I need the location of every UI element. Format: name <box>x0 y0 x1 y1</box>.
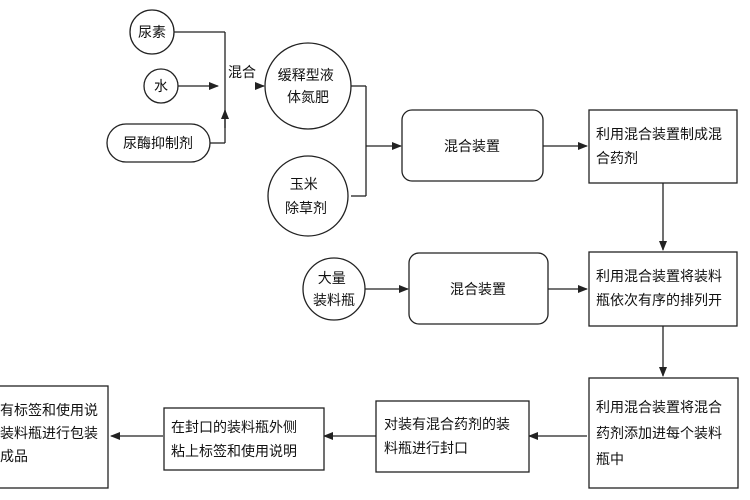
urea-circle <box>129 9 175 55</box>
seal-box <box>375 400 530 473</box>
water-circle <box>143 68 179 104</box>
seal-label: 对装有混合药剂的装 料瓶进行封口 <box>384 417 514 457</box>
urease-inhibitor-label: 尿酶抑制剂 <box>123 136 193 152</box>
fill-bottles-label: 利用混合装置将混合 药剂添加进每个装料 瓶中 <box>596 400 726 468</box>
mix-label: 混合 <box>228 65 256 81</box>
bottles-label: 大量 装料瓶 <box>313 271 355 309</box>
package-label: 有标签和使用说 装料瓶进行包装 成品 <box>0 402 102 465</box>
connectors <box>110 31 667 440</box>
label-step-label: 在封口的装料瓶外侧 粘上标签和使用说明 <box>171 420 301 460</box>
corn-herbicide-label: 玉米 除草剂 <box>285 177 327 217</box>
slow-release-fertilizer-label: 缓释型液 体氮肥 <box>278 68 338 106</box>
arrange-bottles-label: 利用混合装置将装料 瓶依次有序的排列开 <box>596 269 726 309</box>
bottles-circle <box>302 257 366 321</box>
urea-label: 尿素 <box>138 25 166 41</box>
mixing-device-2-label: 混合装置 <box>450 282 506 298</box>
mixing-device-2-box <box>408 252 549 325</box>
mixing-device-1-label: 混合装置 <box>444 139 500 155</box>
mixing-device-1-box <box>401 109 544 182</box>
fill-bottles-box <box>588 377 739 489</box>
corn-herbicide-circle <box>267 155 349 237</box>
make-mixture-box <box>588 109 738 184</box>
slow-release-fertilizer-circle <box>264 42 352 130</box>
make-mixture-label: 利用混合装置制成混 合药剂 <box>596 127 726 167</box>
arrange-bottles-box <box>588 251 738 327</box>
package-box <box>0 385 109 489</box>
water-label: 水 <box>154 79 168 95</box>
urease-inhibitor-box <box>106 123 211 163</box>
label-box <box>163 407 325 471</box>
